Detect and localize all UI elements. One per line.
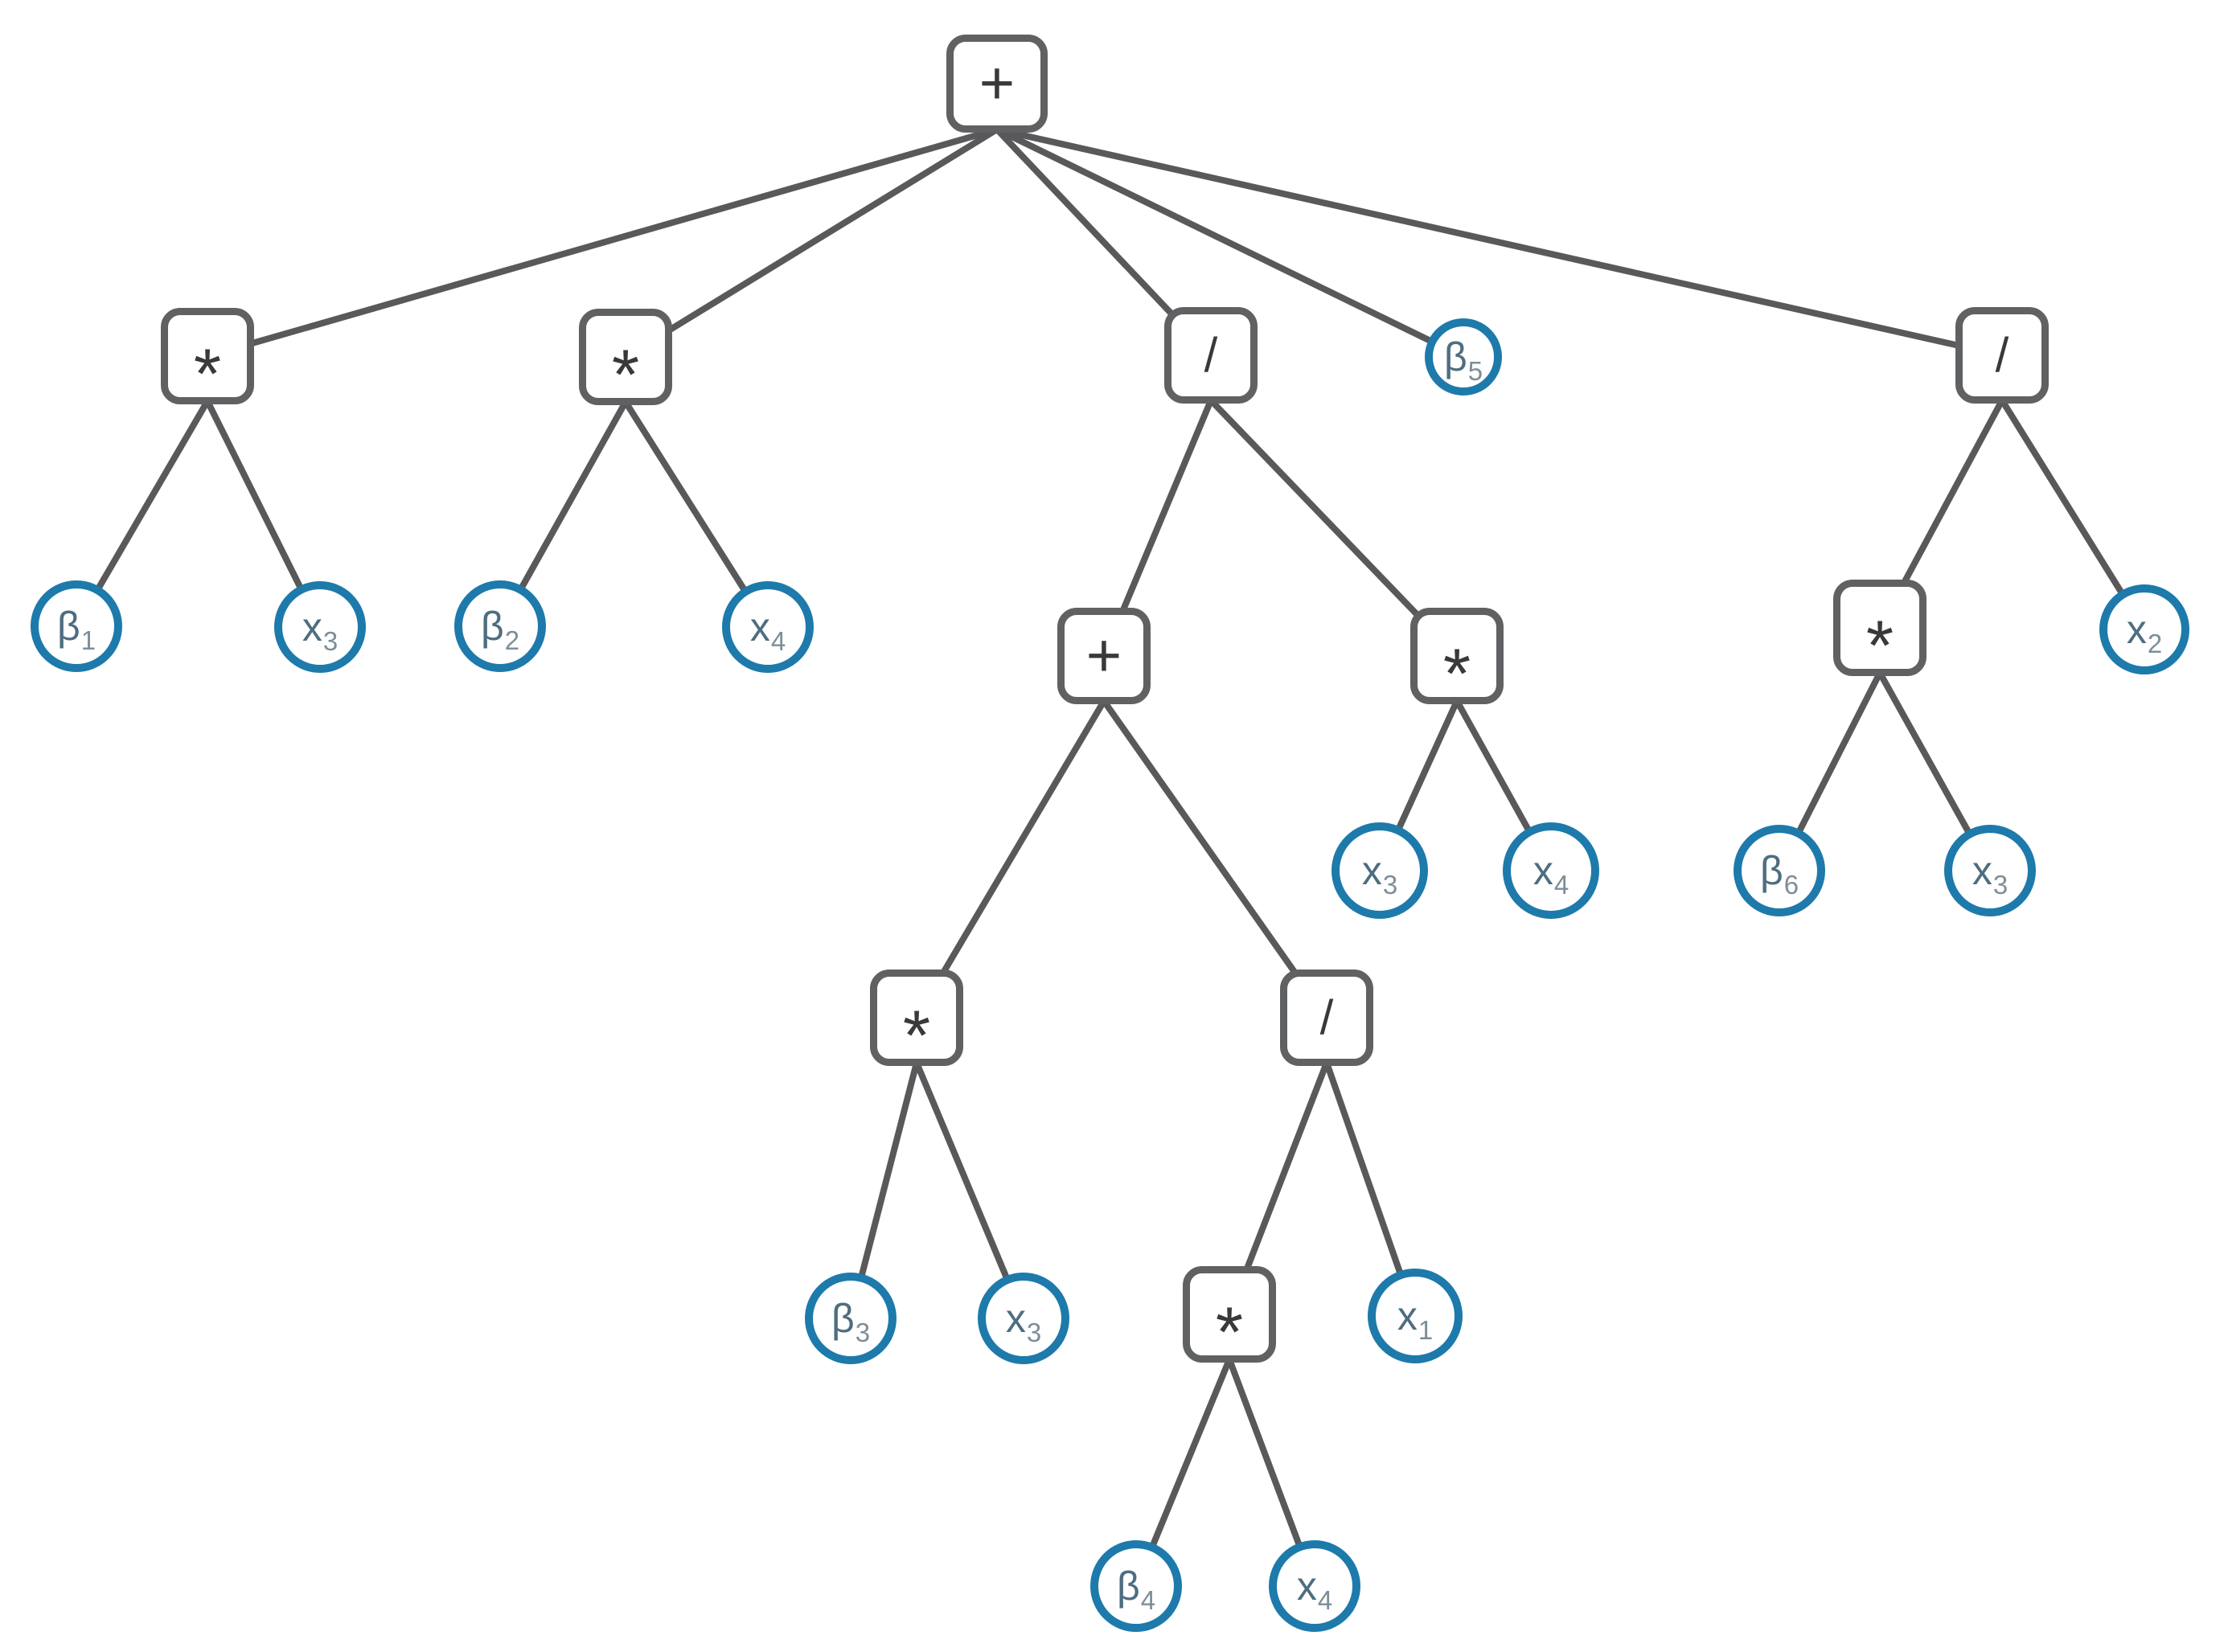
edge-root-div2 (994, 126, 2005, 359)
divide-operator-glyph: / (1995, 328, 2009, 382)
leaf-symbol: x (302, 605, 322, 650)
operator-node-div3: / (1280, 969, 1373, 1066)
leaf-symbol: β (1116, 1564, 1140, 1609)
leaf-subscript: 3 (322, 626, 339, 656)
operator-node-mul5: * (1833, 580, 1926, 681)
leaf-subscript: 2 (504, 625, 520, 655)
leaf-symbol: x (1972, 848, 1992, 893)
operator-node-div1: / (1164, 307, 1258, 404)
leaf-symbol: x (1005, 1296, 1026, 1341)
plus-operator-glyph: + (979, 49, 1016, 117)
leaf-subscript: 4 (1140, 1585, 1156, 1615)
leaf-symbol: x (2126, 607, 2147, 652)
leaf-subscript: 6 (1783, 870, 1799, 900)
operator-node-mul6: * (1183, 1266, 1276, 1367)
operator-node-mul2: * (579, 309, 672, 410)
multiply-operator-glyph: * (1865, 605, 1894, 685)
multiply-operator-glyph: * (1442, 633, 1471, 713)
edge-root-mul2 (622, 126, 1000, 360)
edge-root-beta5 (994, 126, 1467, 360)
leaf-symbol: β (1443, 334, 1467, 379)
leaf-subscript: 4 (1553, 870, 1569, 900)
leaf-symbol: β (1759, 848, 1783, 893)
edge-plus2-mul4 (913, 698, 1107, 1021)
leaf-subscript: 4 (1317, 1585, 1333, 1615)
leaf-symbol: x (1296, 1564, 1317, 1609)
multiply-operator-glyph: * (611, 334, 640, 414)
leaf-symbol: β (480, 604, 504, 649)
leaf-symbol: β (56, 604, 80, 649)
divide-operator-glyph: / (1204, 328, 1218, 382)
operator-node-mul1: * (161, 308, 254, 409)
plus-operator-glyph: + (1085, 621, 1122, 690)
leaf-subscript: 3 (1382, 870, 1398, 900)
leaf-subscript: 1 (1418, 1315, 1434, 1345)
operator-node-plus2: + (1057, 608, 1151, 704)
multiply-operator-glyph: * (902, 995, 931, 1075)
leaf-subscript: 3 (1992, 870, 2008, 900)
leaf-symbol: β (831, 1296, 855, 1341)
leaf-subscript: 3 (1026, 1318, 1042, 1347)
multiply-operator-glyph: * (193, 334, 222, 413)
multiply-operator-glyph: * (1215, 1292, 1244, 1371)
leaf-subscript: 1 (80, 625, 96, 655)
divide-operator-glyph: / (1319, 990, 1334, 1044)
operator-node-root: + (946, 35, 1048, 133)
edge-root-mul1 (204, 126, 1000, 359)
leaf-symbol: x (1397, 1293, 1418, 1338)
leaf-subscript: 4 (770, 626, 786, 656)
operator-node-mul4: * (870, 969, 963, 1071)
leaf-symbol: x (1533, 848, 1553, 893)
leaf-subscript: 3 (855, 1318, 871, 1347)
edge-plus2-div3 (1101, 698, 1330, 1021)
operator-node-mul3: * (1410, 608, 1504, 709)
leaf-symbol: x (1361, 848, 1382, 893)
leaf-subscript: 5 (1467, 356, 1483, 386)
leaf-symbol: x (749, 605, 770, 650)
leaf-subscript: 2 (2147, 629, 2163, 658)
operator-node-div2: / (1955, 307, 2049, 404)
